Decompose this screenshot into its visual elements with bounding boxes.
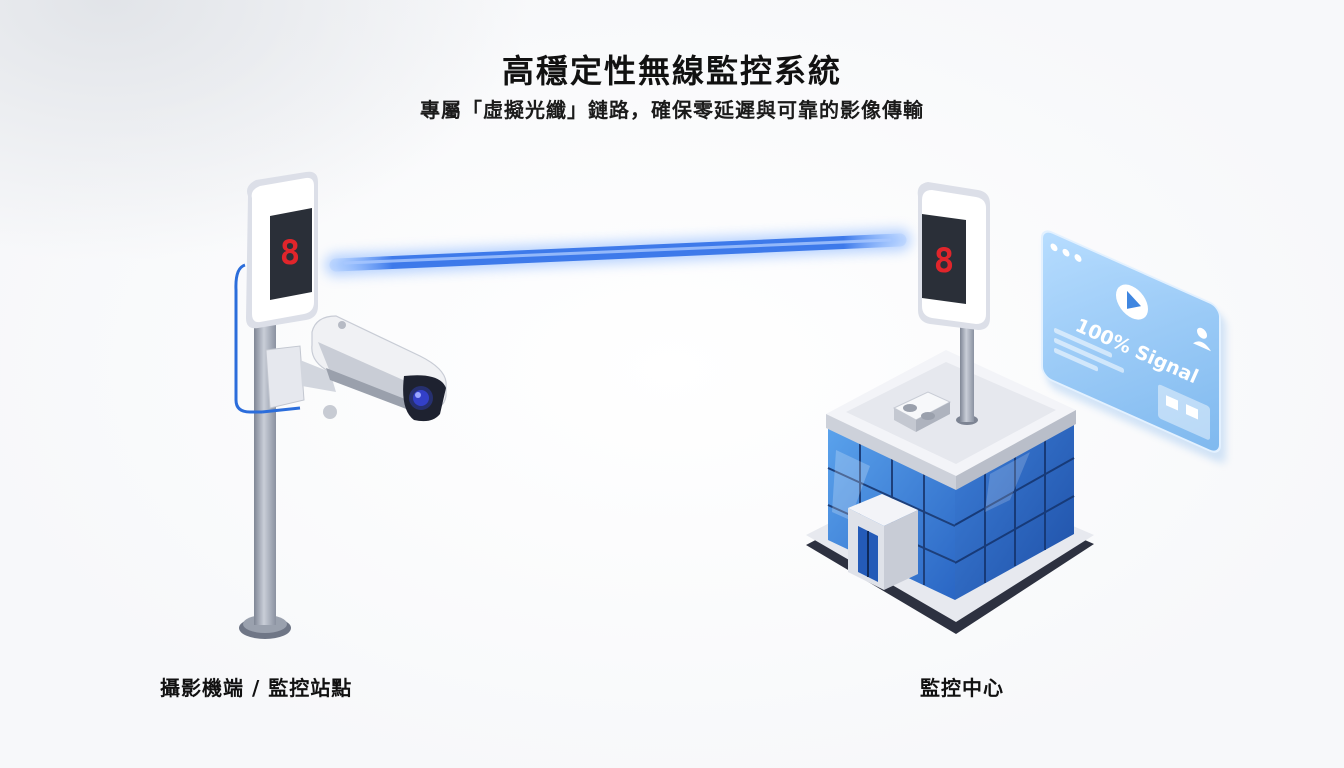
- monitoring-center: 8: [806, 182, 1094, 634]
- digit-display-right: 8: [934, 241, 954, 281]
- user-icon: [1193, 327, 1211, 352]
- wireless-link-beam: [325, 229, 911, 276]
- cable-left: [234, 263, 262, 414]
- play-icon: [1116, 284, 1148, 320]
- pole-right: [960, 320, 974, 422]
- digit-display-left: 8: [280, 233, 300, 273]
- building-window-grid-right: [954, 435, 1075, 583]
- page-subtitle: 專屬「虛擬光纖」鏈路，確保零延遲與可靠的影像傳輸: [420, 98, 924, 122]
- signal-screen-panel: [1041, 230, 1226, 463]
- window-dot: [1050, 243, 1058, 252]
- camera-icon: [311, 315, 447, 422]
- camera-station: 8: [234, 171, 447, 639]
- antenna-icon: [246, 171, 318, 329]
- page-title: 高穩定性無線監控系統: [501, 52, 842, 90]
- monitoring-center-label: 監控中心: [920, 676, 1004, 700]
- antenna-icon: [917, 182, 990, 330]
- camera-station-label: 攝影機端 / 監控站點: [160, 676, 353, 700]
